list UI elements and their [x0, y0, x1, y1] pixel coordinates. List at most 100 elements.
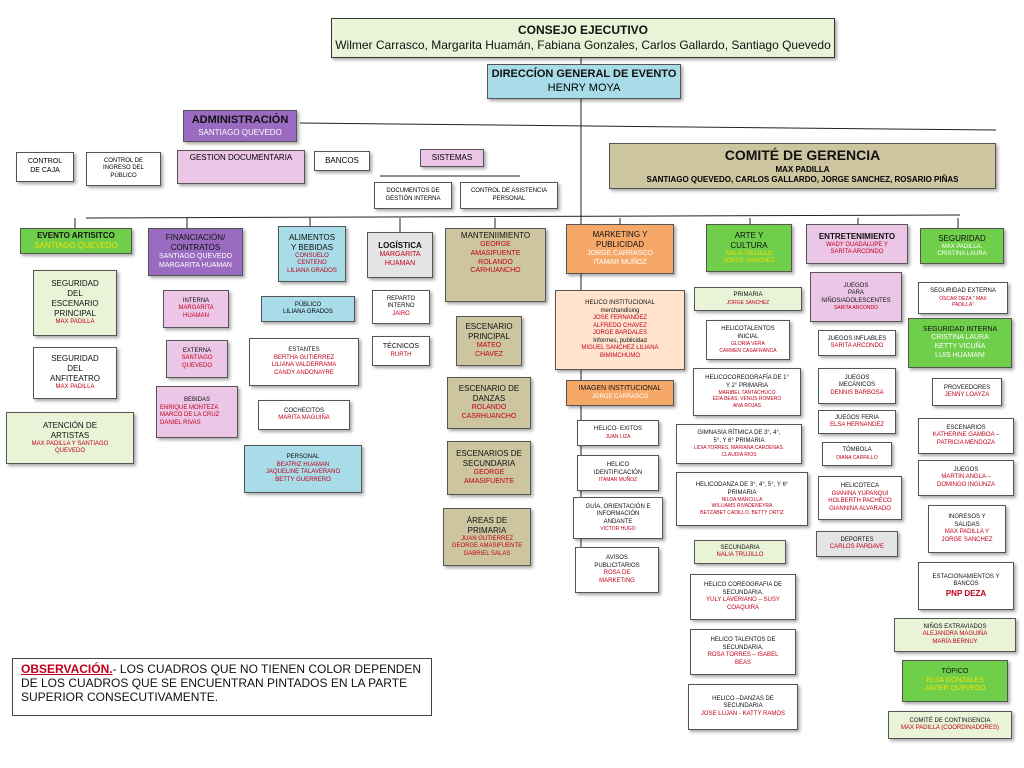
avisos-publicitarios: AVISOS PUBLICITARIOS ROSA DE MARKETING [575, 547, 659, 593]
personal-names: BEATRIZ HUAMAN JAQUELINE TALAVERANO BETT… [265, 461, 341, 483]
helicodanza-primaria: HELICODANZA DE 3°, 4°, 5°, Y 6° PRIMARIA… [676, 472, 808, 526]
areas-names: JUAN GUTIERREZ GEORGE AMASIFUENTE GABRIE… [451, 535, 523, 557]
alimentos-publico: PÚBLICO LILIANA GRADOS [261, 296, 355, 322]
documentos-label: DOCUMENTOS DE GESTIÓN INTERNA [385, 188, 441, 202]
helicoteca-names: GIANINA YUPANQUI HOLBERTH PACHECO GIANNI… [828, 490, 892, 512]
cochecitos-title: COCHECITOS [284, 407, 324, 414]
marketing-title: MARKETING Y PUBLICIDAD [592, 230, 648, 250]
atencion-name: MAX PADILLA Y SANTIAGO QUEVEDO [31, 440, 109, 455]
tecnicos-title: TÉCNICOS [382, 342, 420, 350]
feria-title: JUEGOS FERIA [834, 414, 879, 421]
esc-danzas-name: ROLANDO CASRHUANCHO [461, 404, 517, 420]
observacion-text: - LOS CUADROS QUE NO TIENEN COLOR DEPEND… [21, 662, 422, 704]
interna-name: MARGARITA HUAMAN [178, 305, 214, 319]
mant-escenario-principal: ESCENARIO PRINCIPAL MATEO CHAVEZ [456, 316, 522, 366]
direccion-general: DIRECCÍON GENERAL DE EVENTO HENRY MOYA [487, 64, 681, 99]
consejo-title: CONSEJO EJECUTIVO [517, 23, 649, 37]
talentos-title: HELICOTALENTOS INICIAL [721, 326, 775, 340]
logistica-reparto: REPARTO INTERNO JAIRO [372, 290, 430, 324]
inflables-title: JUEGOS INFLABLES [827, 335, 887, 342]
juegos-ninos-name: SARITA ARCONDO [833, 305, 879, 312]
helicoteca: HELICOTECA GIANINA YUPANQUI HOLBERTH PAC… [818, 476, 902, 520]
direccion-title: DIRECCÍON GENERAL DE EVENTO [491, 67, 677, 80]
mecanicos-name: DENNIS BARBOSA [830, 389, 884, 396]
alimentos-bebidas: ALIMENTOS Y BEBIDAS CONSUELO CENTENO LIL… [278, 226, 346, 282]
observacion-label: OBSERVACIÓN. [21, 662, 113, 676]
cochecitos-name: MARITA MAGUIÑA [278, 415, 330, 421]
control-caja-label: CONTROL DE CAJA [27, 158, 63, 174]
danzas-secundaria: HELICO –DANZAS DE SECUNDARIA JOSE LUJAN … [688, 684, 798, 730]
seguridad: SEGURIDAD MAX PADILLA, CRISTINA LAURA [920, 228, 1004, 264]
coreo-names: MARIBEL TANTACHUCO EDA BEAS, VENUS ROMER… [712, 390, 782, 409]
juegos-inflables: JUEGOS INFLABLES SARITA ARCONDO [818, 330, 896, 356]
esc-secundaria-title: ESCENARIOS DE SECUNDARIA [456, 449, 522, 469]
esc-danzas-title: ESCENARIO DE DANZAS [458, 384, 520, 404]
coreografia-secundaria: HELICO COREOGRAFIA DE SECUNDARIA. YULY L… [690, 574, 796, 620]
coreo-title: HELICOCOREOGRAFÍA DE 1° Y 2° PRIMARIA [705, 375, 789, 389]
asistencia-label: CONTROL DE ASISTENCIA PERSONAL [470, 188, 548, 202]
estacionamientos: ESTACIONAMIENTOS Y BANCOS PNP DEZA [918, 562, 1014, 610]
evento-name: SANTIAGO QUEVEDO [34, 241, 118, 250]
ninos-extraviados: NIÑOS EXTRAVIADOS ALEJANDRA MAGUIÑA MARÍ… [894, 618, 1016, 652]
guia-title: GUÍA, ORIENTACIÓN E INFORMACIÓN ANDANTE [585, 503, 651, 525]
helico-identificacion: HELICO IDENTIFICACIÓN ITAMAR MUÑOZ [577, 455, 659, 491]
evento-artistico: EVENTO ARTISITCO SANTIAGO QUEVEDO [20, 228, 132, 254]
arte-secundaria-name: NALIA TRUJILLO [716, 552, 764, 558]
tal-sec-title: HELICO TALENTOS DE SECUNDARIA. [710, 637, 776, 651]
interna-title: INTERNA [182, 297, 210, 304]
imagen-name: JORGE CARRASCO [591, 393, 649, 400]
ninos-title: NIÑOS EXTRAVIADOS [923, 623, 987, 630]
gestion-label: GESTION DOCUMENTARIA [189, 153, 293, 162]
control-asistencia: CONTROL DE ASISTENCIA PERSONAL [460, 182, 558, 209]
marketing-publicidad: MARKETING Y PUBLICIDAD JORGE CARRASCO IT… [566, 224, 674, 274]
juegos-ninos: JUEGOS PARA NIÑOS/ADOLESCENTES SARITA AR… [810, 272, 902, 322]
tombola-name: DIANA CARRILLO [836, 454, 878, 461]
publico-name: LILIANA GRADOS [283, 309, 333, 315]
juegos-seg: JUEGOS MARTIN ANGLA – DOMINGO INGUNZA [918, 460, 1014, 496]
seg-anfi-name: MAX PADILLA [55, 384, 95, 391]
arte-primaria-title: PRIMARIA [733, 292, 763, 299]
guia-name: VICTOR HUGO [600, 526, 636, 533]
inflables-name: SARITA ARCONDO [830, 343, 884, 349]
avisos-title: AVISOS PUBLICITARIOS [594, 555, 640, 569]
feria-name: ELSA HERNANDEZ [829, 422, 884, 428]
alimentos-names: CONSUELO CENTENO LILIANA GRADOS [287, 252, 337, 274]
externa-title: EXTERNA [182, 347, 212, 354]
helico-exitos: HELICO- EXITOS JUAN LIZA [577, 420, 659, 446]
bancos-label: BANCOS [325, 156, 359, 165]
financiacion-interna: INTERNA MARGARITA HUAMAN [163, 290, 229, 328]
helico-inst-names: JOSE FERNANDEZ ALFREDO CHAVEZ JORGE BARD… [592, 315, 648, 336]
comite-gerencia: COMITÉ DE GERENCIA MAX PADILLA SANTIAGO … [609, 143, 996, 189]
contingencia-title: COMITÉ DE CONTINGENCIA [909, 717, 991, 724]
seguridad-title: SEGURIDAD [938, 233, 986, 243]
exitos-name: JUAN LIZA [605, 433, 631, 440]
financiacion-bebidas: BEBIDAS ENRIQUE MONTEZA MARCO DE LA CRUZ… [156, 386, 238, 438]
control-caja: CONTROL DE CAJA [16, 152, 74, 182]
esc-principal-name: MATEO CHAVEZ [475, 342, 503, 358]
seg-principal-title: SEGURIDAD DEL ESCENARIO PRINCIPAL [51, 279, 99, 319]
gimnasia-ritmica: GIMNASIA RÍTMICA DE 3°, 4°, 5°, Y 6° PRI… [676, 424, 802, 464]
topico-names: ELSA GONZALES JAVIER QUEVEDO [924, 676, 986, 693]
atencion-title: ATENCIÓN DE ARTISTAS [42, 420, 98, 440]
ninos-names: ALEJANDRA MAGUIÑA MARÍA BERNUY [922, 631, 988, 645]
mantenimiento-title: MANTENIIMIENTO [460, 231, 531, 240]
personal-title: PERSONAL [286, 454, 320, 460]
seg-interna-title: SEGURIDAD INTERNA [922, 325, 998, 333]
arte-secundaria-title: SECUNDARIA [720, 544, 760, 551]
helico-inst-names2: MIGUEL SANCHEZ LILIANA BIMIMCHUMO [581, 345, 659, 359]
mant-areas-primaria: ÁREAS DE PRIMARIA JUAN GUTIERREZ GEORGE … [443, 508, 531, 566]
financiacion-title: FINANCIACIÓN/ CONTRATOS [165, 233, 226, 253]
danz-sec-names: JOSE LUJAN - KATTY RAMOS [700, 710, 786, 717]
mant-escenario-danzas: ESCENARIO DE DANZAS ROLANDO CASRHUANCHO [447, 377, 531, 429]
entretenimiento-names: WADY GUADALUPE Y SARITA ARCONDO [826, 241, 888, 256]
tombola-title: TÓMBOLA [842, 447, 872, 454]
mant-escenarios-secundaria: ESCENARIOS DE SECUNDARIA GEORGE AMASIFUE… [447, 441, 531, 495]
financiacion-contratos: FINANCIACIÓN/ CONTRATOS SANTIAGO QUEVEDO… [148, 228, 243, 276]
talentos-names: GLORIA VERA CARMEN CASAFRANCA [719, 341, 777, 354]
juegos-seg-title: JUEGOS [953, 466, 979, 473]
tal-sec-names: ROSA TORRES – ISABEL BEAS [707, 652, 779, 666]
arte-names: NALIA TRUJILLO JORGE SANCHEZ [723, 250, 775, 265]
bebidas-title: BEBIDAS [183, 397, 210, 403]
escenarios-names: KATHERINE GAMBOA – PATRICIA MENDOZA [932, 432, 1000, 446]
seguridad-escenario-principal: SEGURIDAD DEL ESCENARIO PRINCIPAL MAX PA… [33, 270, 117, 336]
